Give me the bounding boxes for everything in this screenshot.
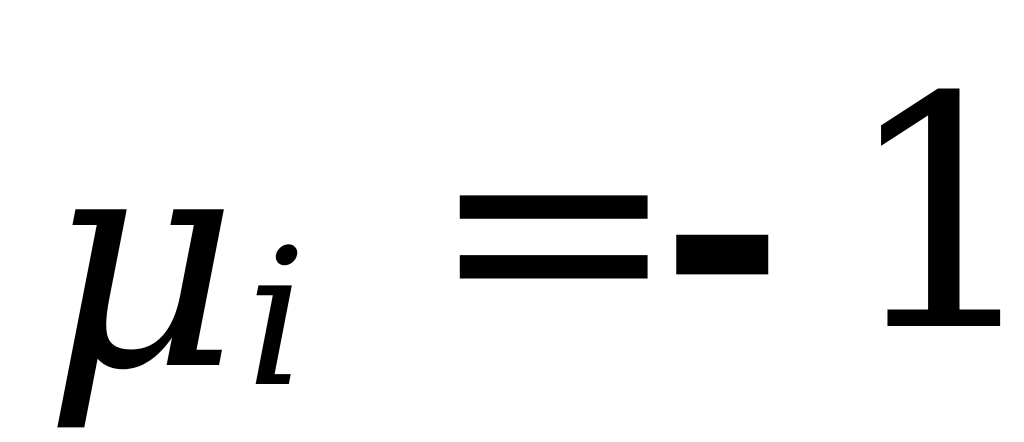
formula-subscript: i	[246, 208, 307, 429]
formula-sign: -	[660, 53, 785, 406]
formula-variable: μ	[44, 87, 239, 436]
formula-equals: =	[428, 53, 680, 402]
formula-value: 1	[842, 30, 1024, 402]
